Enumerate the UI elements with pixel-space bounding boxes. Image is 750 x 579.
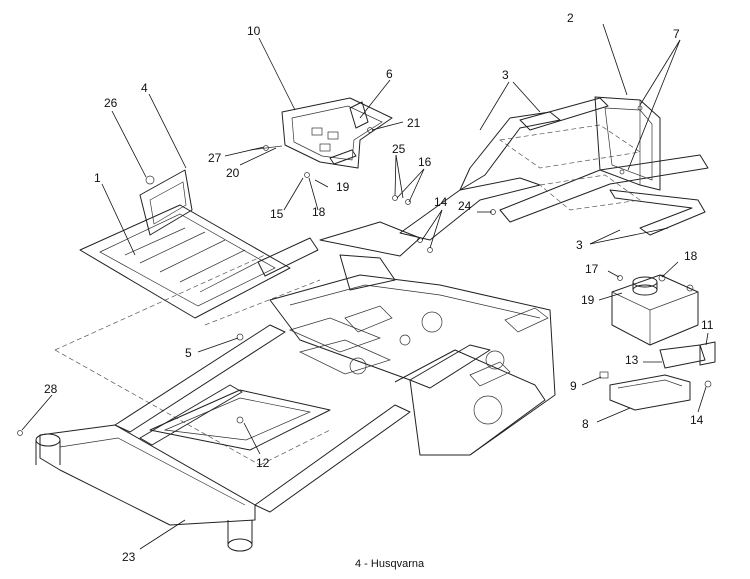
- callout-11: 11: [701, 318, 714, 332]
- callout-19-lower: 19: [581, 293, 595, 307]
- front-crossbar: [35, 424, 256, 552]
- leader-lines: [21, 23, 709, 550]
- callout-17: 17: [585, 262, 599, 276]
- callout-6: 6: [386, 67, 393, 81]
- bracket-assembly: [599, 341, 716, 411]
- callout-24: 24: [458, 199, 472, 213]
- callout-26: 26: [104, 96, 118, 110]
- callout-12: 12: [256, 456, 270, 470]
- callout-14-lower: 14: [690, 413, 704, 427]
- callout-23: 23: [122, 550, 136, 564]
- callout-14-upper: 14: [434, 195, 448, 209]
- callout-16: 16: [418, 155, 432, 169]
- callout-9: 9: [570, 379, 577, 393]
- callout-19-upper: 19: [336, 180, 350, 194]
- callout-13: 13: [625, 353, 639, 367]
- hardware: [17, 105, 712, 436]
- main-frame: [269, 221, 556, 456]
- callout-25: 25: [392, 142, 406, 156]
- floor-outline: [54, 254, 331, 466]
- callout-15: 15: [270, 207, 284, 221]
- callout-27: 27: [208, 151, 222, 165]
- callout-5: 5: [185, 346, 192, 360]
- callout-1: 1: [94, 171, 101, 185]
- callout-18-lower: 18: [684, 249, 698, 263]
- callout-18-upper: 18: [312, 205, 326, 219]
- callout-20: 20: [226, 166, 240, 180]
- callout-3-bottom: 3: [576, 238, 583, 252]
- callout-2: 2: [567, 11, 574, 25]
- callout-28: 28: [44, 382, 58, 396]
- callout-8: 8: [582, 417, 589, 431]
- callout-4: 4: [141, 81, 148, 95]
- foot-pan: [79, 169, 319, 319]
- callout-3-top: 3: [502, 68, 509, 82]
- callout-10: 10: [247, 24, 261, 38]
- rear-panel: [594, 96, 661, 191]
- callout-7: 7: [673, 27, 680, 41]
- callouts: 1 2 3 3 4 5 6 7 8 9 10 11 12 13 14 14 15…: [44, 11, 714, 564]
- diagram-caption: 4 - Husqvarna: [355, 558, 425, 570]
- fuel-tank: [611, 274, 699, 346]
- callout-21: 21: [407, 116, 421, 130]
- control-bracket: [249, 97, 393, 169]
- front-frame: [114, 324, 411, 513]
- side-rails: [399, 97, 709, 241]
